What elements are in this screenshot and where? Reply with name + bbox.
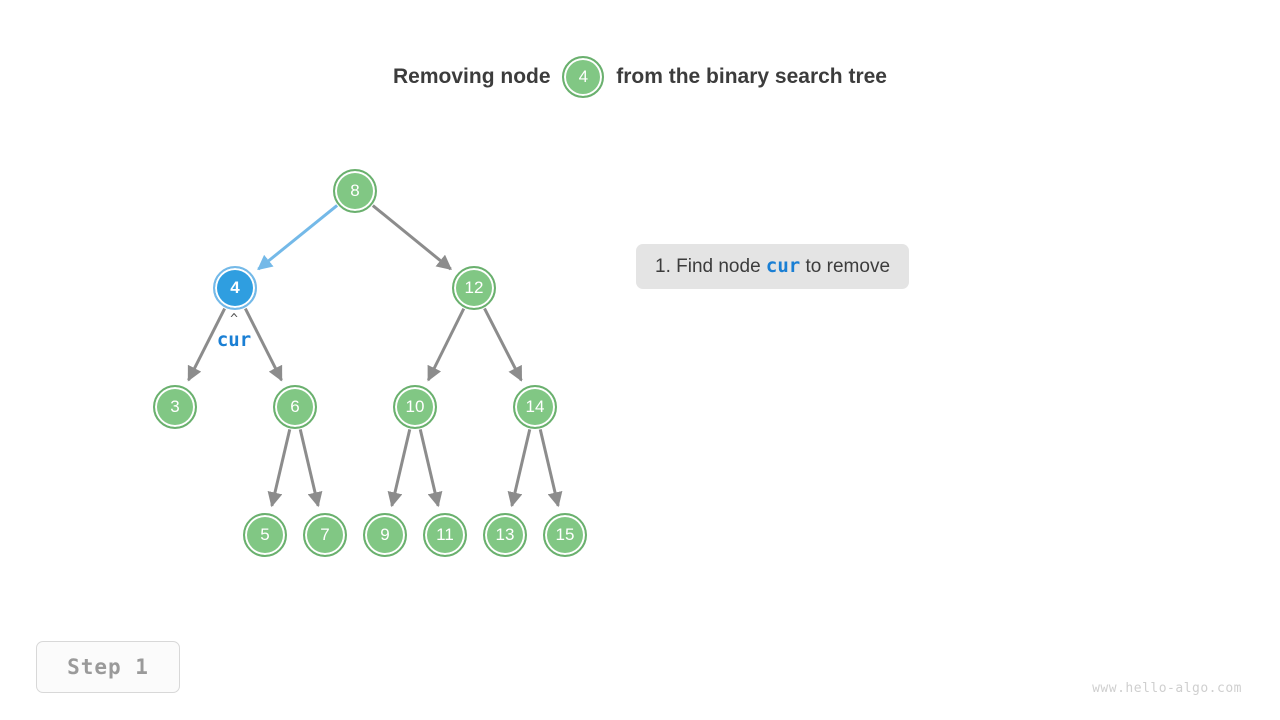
cur-pointer-label: cur [216,329,252,351]
tree-edge-6-7 [298,429,323,508]
tree-node-9: 9 [363,513,407,557]
tree-node-13: 13 [483,513,527,557]
tree-edge-14-15 [538,429,563,508]
title-suffix: from the binary search tree [616,65,887,88]
title-prefix: Removing node [393,65,551,88]
watermark: www.hello-algo.com [1092,681,1242,696]
info-suffix: to remove [805,256,891,277]
tree-node-10: 10 [393,385,437,429]
tree-node-7: 7 [303,513,347,557]
tree-edge-6-5 [267,429,292,508]
tree-node-14: 14 [513,385,557,429]
info-prefix: 1. Find node [655,256,761,277]
tree-node-5: 5 [243,513,287,557]
tree-edge-14-13 [507,429,532,508]
page-title: Removing node 4 from the binary search t… [0,56,1280,98]
tree-node-12: 12 [452,266,496,310]
step-description-box: 1. Find node cur to remove [636,244,910,289]
step-badge: Step 1 [36,641,180,693]
tree-node-11: 11 [423,513,467,557]
tree-edge-8-4 [257,204,339,271]
tree-edge-10-9 [387,429,412,508]
tree-edge-12-14 [483,307,523,382]
tree-edge-12-10 [426,307,466,382]
info-highlight-cur: cur [765,255,801,277]
tree-node-8: 8 [333,169,377,213]
caret-icon: ^ [230,312,238,327]
tree-edge-8-12 [371,204,452,271]
tree-node-6: 6 [273,385,317,429]
tree-node-4: 4 [213,266,257,310]
tree-edge-10-11 [418,429,443,508]
tree-node-15: 15 [543,513,587,557]
tree-node-3: 3 [153,385,197,429]
title-node-badge: 4 [562,56,605,98]
cur-pointer: ^ cur [206,312,262,351]
